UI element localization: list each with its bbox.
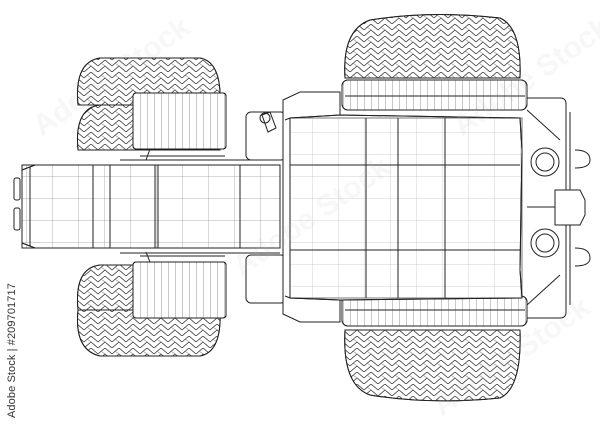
cab-body [245, 91, 523, 323]
rear-right-wheel [341, 295, 528, 402]
front-right-wheel [76, 251, 227, 357]
rear-left-wheel [341, 13, 528, 111]
front-left-wheel [76, 57, 227, 161]
rear-hitch [526, 97, 591, 319]
hood [13, 159, 281, 254]
stock-id-watermark: Adobe Stock | #209701717 [6, 283, 18, 418]
